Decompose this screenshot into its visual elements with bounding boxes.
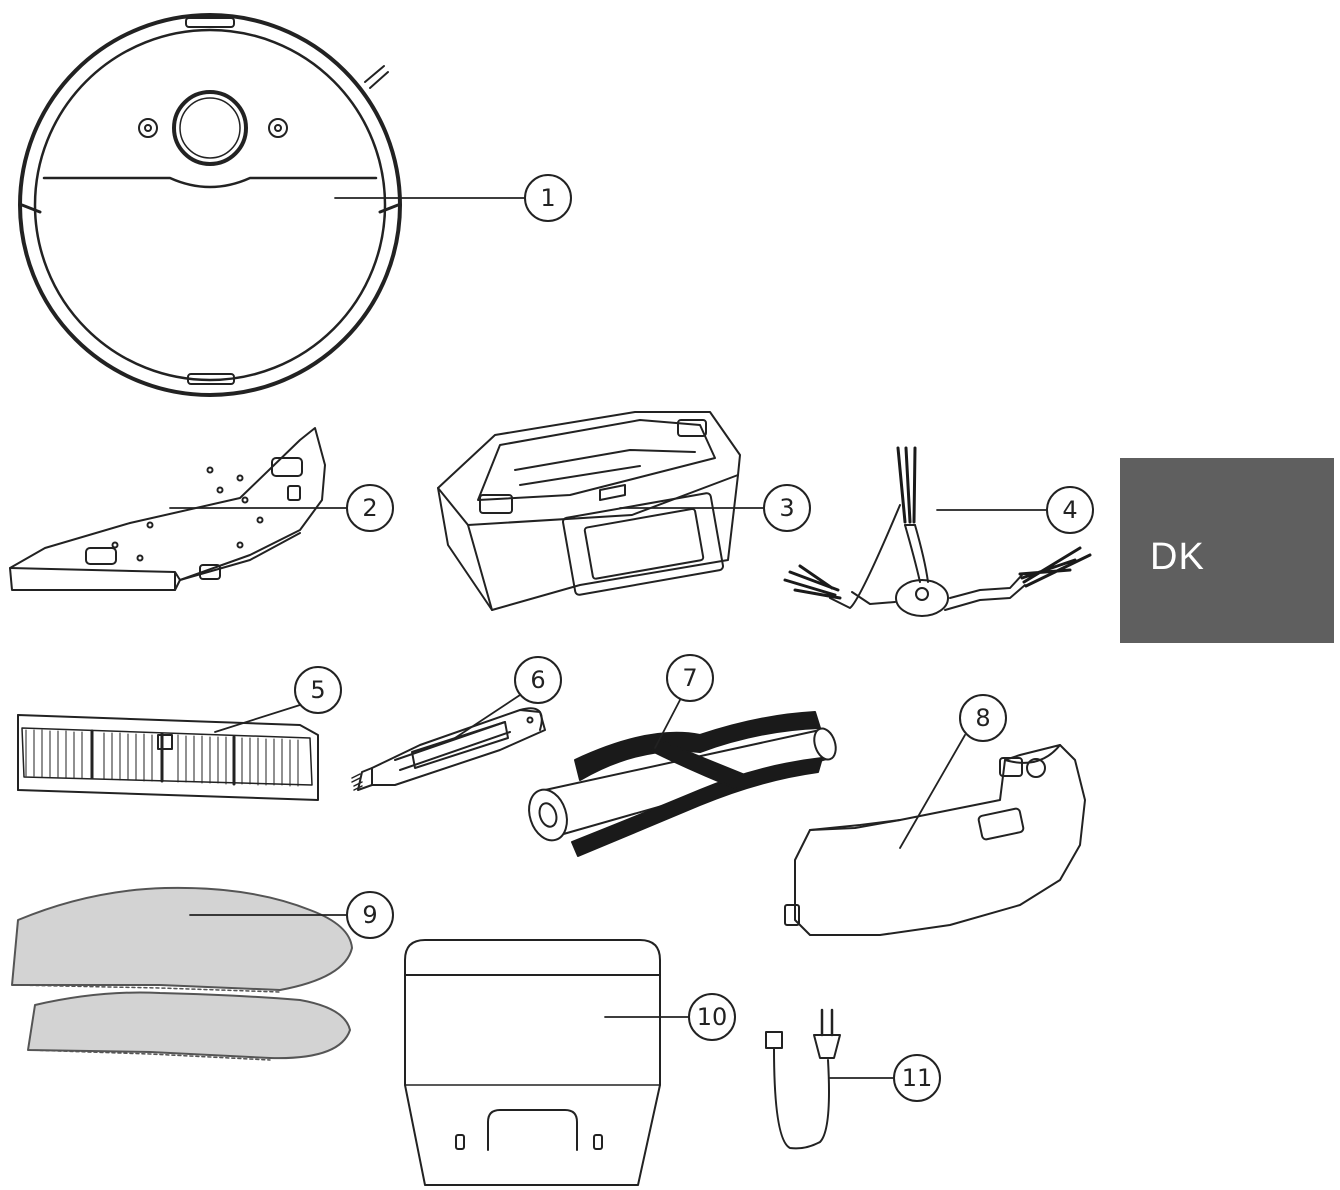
callout-number-10: 10 (697, 1003, 728, 1031)
callout-number-9: 9 (362, 901, 377, 929)
side-brush-illustration (785, 448, 1090, 616)
mop-holder-illustration (785, 745, 1085, 935)
callout-number-7: 7 (682, 664, 697, 692)
callout-number-11: 11 (902, 1064, 933, 1092)
cleaning-tool-illustration (352, 708, 545, 790)
language-label: DK (1150, 536, 1205, 579)
language-tab: DK (1120, 458, 1334, 643)
callout-number-2: 2 (362, 494, 377, 522)
callout-number-4: 4 (1062, 496, 1077, 524)
robot-vacuum-illustration (20, 15, 400, 395)
dust-bin-illustration (438, 412, 740, 610)
charging-dock-illustration (405, 940, 660, 1185)
water-tank-illustration (10, 428, 325, 590)
callout-number-8: 8 (975, 704, 990, 732)
main-brush-illustration (523, 712, 840, 856)
callout-number-5: 5 (310, 676, 325, 704)
mop-pads-illustration (12, 888, 352, 1060)
callout-number-1: 1 (540, 184, 555, 212)
callout-number-6: 6 (530, 666, 545, 694)
filter-illustration (18, 715, 318, 800)
callout-group: 1 2 3 4 5 6 7 8 9 10 11 (295, 175, 1093, 1101)
callout-number-3: 3 (779, 494, 794, 522)
power-cord-illustration (766, 1010, 840, 1148)
